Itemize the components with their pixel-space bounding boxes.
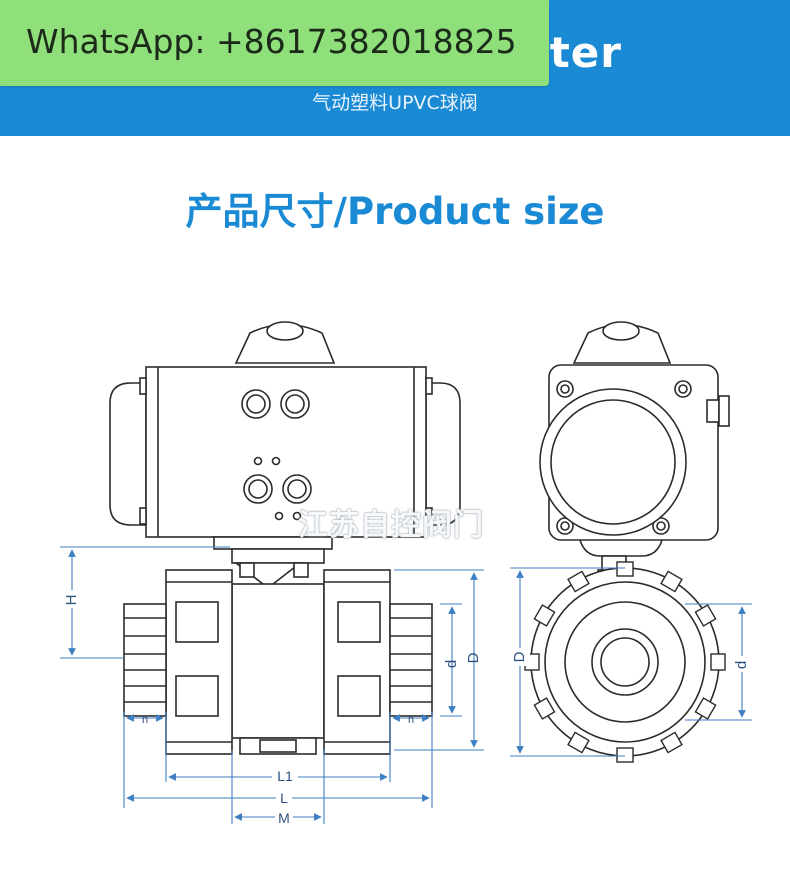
front-dimension-labels: H d D h h L1 L M xyxy=(62,590,482,826)
dim-label-H: H xyxy=(63,595,80,606)
front-view xyxy=(109,321,461,755)
section-title: 产品尺寸/Product size xyxy=(185,190,605,233)
banner-subtitle: 气动塑料UPVC球阀 xyxy=(312,92,478,114)
actuator-left-endcap xyxy=(109,382,147,526)
dim-label-d-side: d xyxy=(733,661,750,669)
dim-label-d-front: d xyxy=(443,660,460,668)
dim-label-h-left: h xyxy=(142,714,148,726)
dim-label-M: M xyxy=(278,810,290,826)
dim-label-L1: L1 xyxy=(277,768,293,784)
whatsapp-contact-badge[interactable]: WhatsApp: +8617382018825 xyxy=(0,0,549,86)
actuator-right-endcap xyxy=(425,382,461,526)
side-view xyxy=(530,321,730,757)
side-dimension-labels: D d xyxy=(510,648,751,672)
right-union-nut xyxy=(323,569,391,755)
dim-label-D-front: D xyxy=(465,652,482,663)
dim-label-h-right: h xyxy=(408,714,414,726)
watermark-text: 江苏自控阀门 xyxy=(298,508,484,543)
whatsapp-contact-text: WhatsApp: +8617382018825 xyxy=(26,22,517,61)
dim-label-L: L xyxy=(280,790,288,806)
left-union-nut xyxy=(165,569,233,755)
dim-label-D-side: D xyxy=(511,651,528,662)
